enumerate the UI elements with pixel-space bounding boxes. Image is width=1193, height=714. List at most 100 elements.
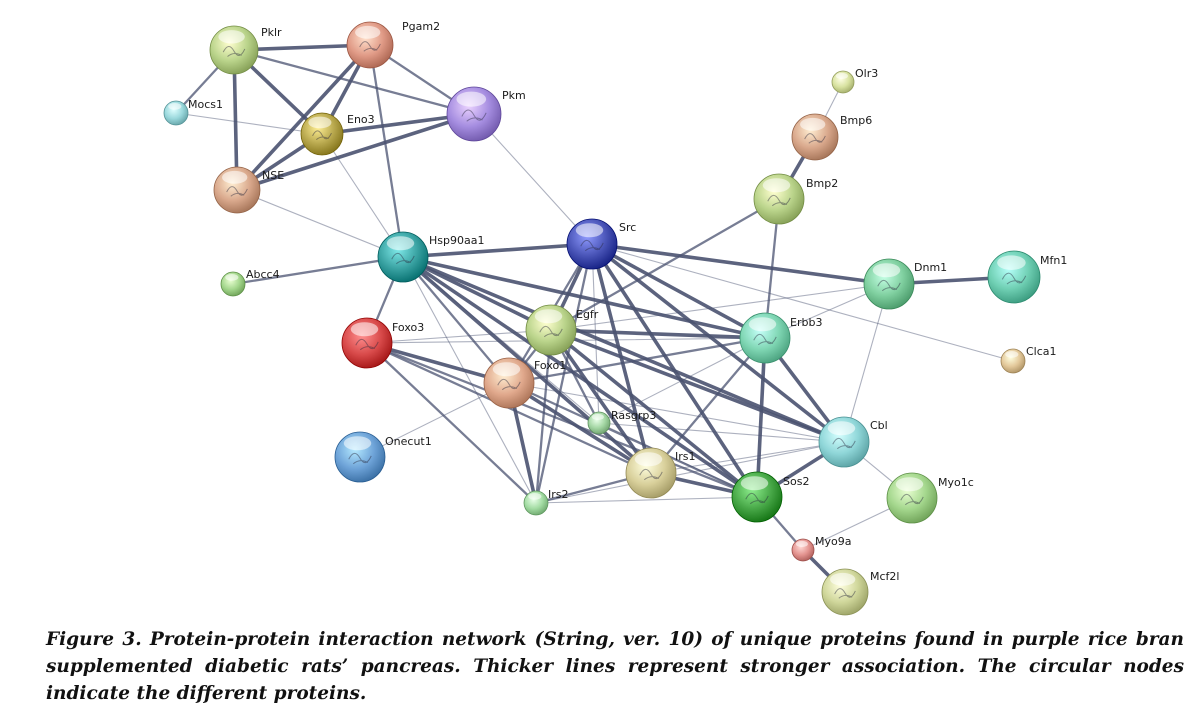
node-mocs1[interactable]: Mocs1 (163, 98, 223, 126)
node-irs2[interactable]: Irs2 (523, 488, 569, 516)
edge-egfr-cbl (549, 328, 846, 444)
protein-structure-glyph (312, 130, 332, 141)
protein-structure-glyph (1001, 272, 1027, 285)
node-label-rasgrp3: Rasgrp3 (611, 409, 656, 422)
edge-foxo3-sos2 (365, 341, 759, 499)
edge-src-erbb3 (590, 242, 767, 340)
node-highlight (575, 223, 604, 238)
node-highlight (800, 117, 826, 131)
node-highlight (795, 540, 808, 548)
node-highlight (835, 72, 848, 80)
node-label-abcc4: Abcc4 (246, 268, 280, 281)
edge-pgam2-hsp90aa1 (368, 43, 405, 259)
protein-structure-glyph (767, 194, 791, 207)
edge-foxo1-onecut1 (359, 382, 510, 458)
edge-erbb3-rasgrp3 (598, 337, 766, 424)
node-onecut1[interactable]: Onecut1 (334, 431, 432, 483)
edge-erbb3-sos2 (755, 336, 767, 499)
node-foxo3[interactable]: Foxo3 (341, 317, 424, 369)
node-highlight (528, 493, 542, 500)
edge-dnm1-egfr (550, 283, 890, 331)
node-nse[interactable]: NSE (213, 166, 284, 214)
node-label-mfn1: Mfn1 (1040, 254, 1067, 267)
node-eno3[interactable]: Eno3 (300, 112, 375, 156)
node-highlight (343, 436, 372, 451)
edge-hsp90aa1-erbb3 (401, 255, 767, 340)
node-irs1[interactable]: Irs1 (625, 447, 696, 499)
node-highlight (895, 477, 924, 492)
protein-structure-glyph (539, 325, 563, 338)
node-highlight (634, 452, 663, 467)
node-sos2[interactable]: Sos2 (731, 471, 809, 523)
node-bmp2[interactable]: Bmp2 (753, 173, 838, 225)
protein-structure-glyph (639, 468, 663, 481)
edge-src-rasgrp3 (591, 243, 600, 424)
node-label-egfr: Egfr (576, 308, 599, 321)
node-abcc4[interactable]: Abcc4 (220, 268, 280, 297)
protein-structure-glyph (222, 45, 246, 57)
protein-structure-glyph (461, 109, 487, 122)
edge-foxo3-irs2 (365, 341, 538, 505)
edge-egfr-erbb3 (549, 328, 767, 340)
edge-hsp90aa1-src (401, 242, 594, 259)
node-src[interactable]: Src (566, 218, 636, 270)
node-erbb3[interactable]: Erbb3 (739, 312, 822, 364)
node-label-mcf2l: Mcf2l (870, 570, 899, 583)
edge-foxo1-irs1 (507, 381, 653, 475)
node-hsp90aa1[interactable]: Hsp90aa1 (377, 231, 484, 283)
node-highlight (1005, 351, 1019, 358)
node-highlight (830, 572, 856, 586)
node-label-clca1: Clca1 (1026, 345, 1057, 358)
node-highlight (350, 322, 379, 337)
node-label-erbb3: Erbb3 (790, 316, 822, 329)
protein-structure-glyph (359, 41, 381, 52)
edge-egfr-irs1 (549, 328, 653, 475)
node-olr3[interactable]: Olr3 (831, 67, 878, 94)
node-pgam2[interactable]: Pgam2 (346, 20, 440, 69)
protein-structure-glyph (391, 252, 415, 265)
edge-egfr-foxo3 (366, 329, 552, 344)
edge-hsp90aa1-sos2 (401, 255, 759, 499)
node-mcf2l[interactable]: Mcf2l (821, 568, 899, 616)
node-label-mocs1: Mocs1 (188, 98, 223, 111)
edge-foxo1-cbl (508, 382, 845, 443)
edge-hsp90aa1-irs2 (402, 256, 537, 504)
node-dnm1[interactable]: Dnm1 (863, 258, 947, 310)
node-highlight (308, 116, 332, 129)
protein-structure-glyph (804, 133, 826, 144)
node-pklr[interactable]: Pklr (209, 25, 282, 75)
edge-erbb3-irs1 (649, 336, 767, 475)
node-bmp6[interactable]: Bmp6 (791, 113, 872, 161)
node-foxo1[interactable]: Foxo1 (483, 357, 566, 409)
node-cbl[interactable]: Cbl (818, 416, 888, 468)
node-label-sos2: Sos2 (783, 475, 809, 488)
node-label-bmp2: Bmp2 (806, 177, 838, 190)
node-highlight (222, 170, 248, 184)
edge-irs2-sos2 (535, 496, 758, 504)
node-myo9a[interactable]: Myo9a (791, 535, 851, 562)
edge-src-cbl (590, 242, 846, 444)
node-pkm[interactable]: Pkm (446, 86, 526, 142)
node-label-irs1: Irs1 (675, 450, 696, 463)
node-myo1c[interactable]: Myo1c (886, 472, 974, 524)
node-label-foxo1: Foxo1 (534, 359, 566, 372)
edge-egfr-irs2 (534, 328, 553, 505)
node-highlight (492, 362, 521, 377)
node-highlight (386, 236, 415, 251)
node-highlight (591, 413, 604, 421)
node-highlight (872, 263, 901, 278)
edge-hsp90aa1-irs1 (401, 255, 653, 475)
protein-structure-glyph (348, 452, 372, 465)
edge-hsp90aa1-cbl (401, 255, 846, 444)
node-label-hsp90aa1: Hsp90aa1 (429, 234, 484, 247)
node-egfr[interactable]: Egfr (525, 304, 599, 356)
node-highlight (456, 91, 487, 107)
node-label-onecut1: Onecut1 (385, 435, 432, 448)
protein-structure-glyph (834, 588, 856, 599)
node-mfn1[interactable]: Mfn1 (987, 250, 1067, 304)
node-rasgrp3[interactable]: Rasgrp3 (587, 409, 656, 435)
node-clca1[interactable]: Clca1 (1000, 345, 1057, 374)
node-label-myo9a: Myo9a (815, 535, 851, 548)
